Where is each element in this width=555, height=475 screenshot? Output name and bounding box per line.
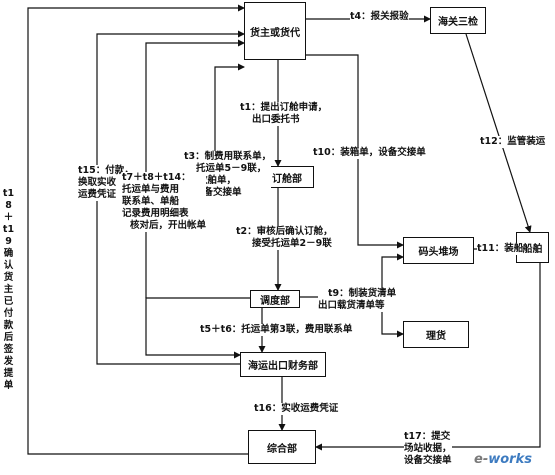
edge-t7-t8-t14: [145, 297, 250, 359]
label-t1: t1：提出订舱申请， 出口委托书: [240, 102, 328, 126]
node-finance-dept: 海运出口财务部: [240, 352, 326, 377]
node-terminal-yard: 码头堆场: [403, 237, 474, 264]
edge-t12: [465, 33, 532, 233]
label-t10: t10：装箱单，设备交接单: [313, 147, 426, 159]
label-t4: t4：报关报验: [350, 11, 409, 23]
edge-t17: [315, 263, 541, 451]
node-ship: 船舶: [516, 232, 549, 263]
label-t16: t16：实收运费凭证: [254, 403, 339, 415]
node-customs: 海关三检: [430, 7, 486, 34]
node-general-dept: 综合部: [248, 430, 316, 464]
edge-t18-t19: [27, 4, 248, 455]
node-cargo-owner: 货主或货代: [244, 2, 306, 60]
label-t9: t9：制装货清单 出口载货清单等: [318, 288, 397, 312]
label-t11: t11：装船: [477, 243, 524, 255]
watermark-logo: e-works: [474, 452, 532, 467]
label-t7-t8-t14: t7＋t8＋t14： 托运单与费用 联系单、单船 记录费用明细表 核对后，开出帐…: [122, 172, 207, 232]
label-t17: t17：提交 场站收据， 设备交接单: [404, 431, 452, 467]
label-t5-t6: t5＋t6：托运单第3联，费用联系单: [200, 324, 353, 336]
label-t12: t12：监管装运: [480, 136, 546, 148]
node-tally: 理货: [403, 321, 469, 348]
label-t2: t2：审核后确认订舱， 接受托运单2－9联: [236, 226, 333, 250]
node-dispatch-dept: 调度部: [250, 290, 300, 308]
label-t18-t19: t18＋t19确认货主已付款后签发提单: [2, 188, 15, 391]
